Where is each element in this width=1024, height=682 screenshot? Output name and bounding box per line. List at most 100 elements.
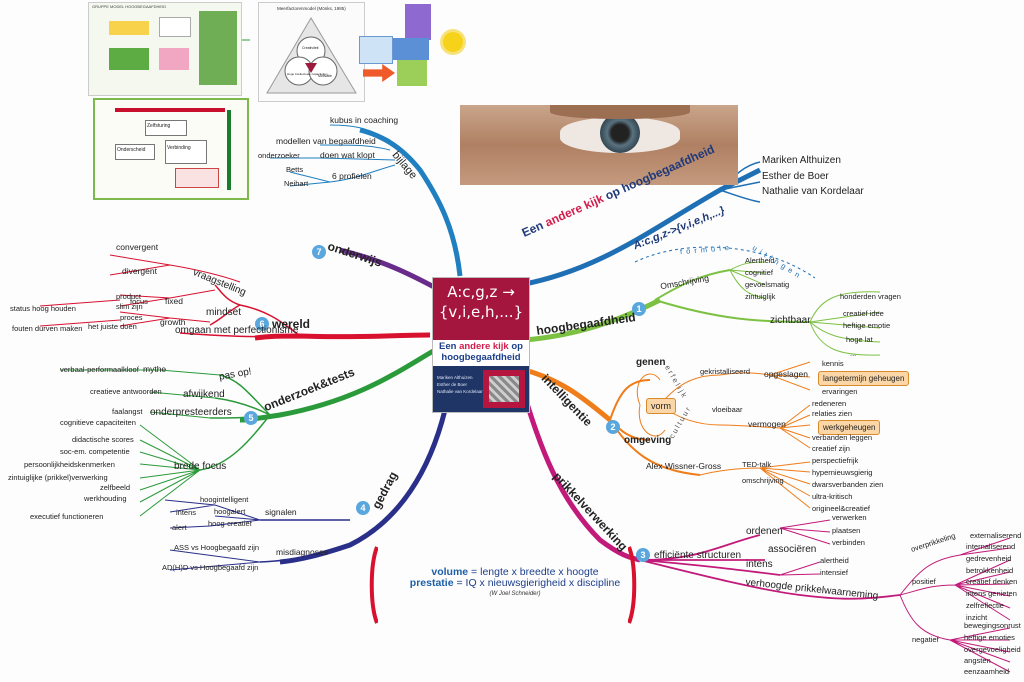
top-right-author-1[interactable]: Mariken Althuizen	[762, 155, 841, 166]
prikkel-associeren[interactable]: associëren	[768, 544, 817, 555]
onderzoek-faalangst[interactable]: faalangst	[112, 407, 143, 416]
vermogen-verbanden[interactable]: verbanden leggen	[812, 433, 873, 442]
omschrijving-dwars[interactable]: dwarsverbanden zien	[812, 480, 884, 489]
wereld-product[interactable]: product	[116, 292, 142, 301]
intelligentie-gekristalliseerd[interactable]: gekristalliseerd	[700, 367, 751, 376]
bijlage-item-doen[interactable]: doen wat klopt	[320, 150, 375, 160]
omschrijving-cognitief[interactable]: cognitief	[745, 268, 773, 277]
positief-genieten[interactable]: intens genieten	[966, 589, 1017, 598]
vermogen-creatief[interactable]: creatief zijn	[812, 444, 850, 453]
intelligentie-genen[interactable]: genen	[636, 357, 666, 368]
bijlage-item-profielen[interactable]: 6 profielen	[332, 171, 372, 181]
gedrag-misdiagnoses[interactable]: misdiagnoses	[276, 547, 328, 557]
zichtbaar-lat[interactable]: hoge lat	[846, 335, 873, 344]
intelligentie-opgeslagen[interactable]: opgeslagen	[764, 369, 808, 379]
prikkel-ordenen[interactable]: ordenen	[746, 526, 783, 537]
onderzoek-afwijkend[interactable]: afwijkend	[183, 389, 225, 400]
bijlage-item-kubus[interactable]: kubus in coaching	[330, 115, 399, 125]
vermogen-relaties[interactable]: relaties zien	[812, 409, 853, 418]
wereld-divergent[interactable]: divergent	[122, 266, 157, 276]
intelligentie-vorm[interactable]: vorm	[646, 398, 676, 414]
intens-alertheid[interactable]: alertheid	[820, 556, 849, 565]
thumbnail-betts-neihart[interactable]: Zelfsturing Onderscheid Verbinding	[93, 98, 249, 200]
onderzoek-creatieve[interactable]: creatieve antwoorden	[90, 387, 162, 396]
signalen-hoogalert[interactable]: hoogalert	[214, 507, 246, 516]
onderzoek-brede-focus[interactable]: brede focus	[174, 461, 227, 472]
wereld-mindset[interactable]: mindset	[206, 307, 242, 318]
opgeslagen-geheugen[interactable]: langetermijn geheugen	[818, 371, 910, 386]
prikkel-negatief[interactable]: negatief	[912, 635, 939, 644]
focus-item-8[interactable]: executief functioneren	[30, 512, 104, 521]
wereld-convergent[interactable]: convergent	[116, 242, 159, 252]
positief-zelfreflectie[interactable]: zelfreflectie	[966, 601, 1004, 610]
wereld-proces[interactable]: proces	[120, 313, 143, 322]
misdiagnose-adhd[interactable]: AD(H)D vs Hoogbegaafd zijn	[162, 563, 259, 572]
top-right-author-3[interactable]: Nathalie van Kordelaar	[762, 186, 864, 197]
ordenen-plaatsen[interactable]: plaatsen	[832, 526, 861, 535]
central-topic[interactable]: A:c,g,z → {v,i,e,h,...} Een andere kijk …	[432, 277, 530, 413]
wereld-fixed[interactable]: fixed	[165, 296, 183, 306]
thumbnail-model-1[interactable]: GRUPPE MODEL HOOGBEGAAFDHEID	[88, 2, 242, 96]
intelligentie-omschrijving[interactable]: omschrijving	[742, 476, 784, 485]
bijlage-item-modellen[interactable]: modellen van begaafdheid	[276, 136, 376, 146]
thumbnail-coaching-model[interactable]	[357, 2, 469, 90]
ordenen-verbinden[interactable]: verbinden	[832, 538, 865, 547]
focus-item-1[interactable]: cognitieve capaciteiten	[60, 418, 136, 427]
intelligentie-wissner[interactable]: Alex Wissner-Gross	[646, 461, 722, 471]
hoog-zichtbaar[interactable]: zichtbaar	[770, 315, 811, 326]
bijlage-item-onderzoeker[interactable]: onderzoeker	[258, 151, 300, 160]
omschrijving-gevoelsmatig[interactable]: gevoelsmatig	[745, 280, 790, 289]
positief-creatief[interactable]: creatief denken	[966, 577, 1018, 586]
wereld-focus[interactable]: focus	[130, 297, 148, 306]
zichtbaar-vragen[interactable]: honderden vragen	[840, 292, 901, 301]
wereld-fouten[interactable]: fouten durven maken	[12, 324, 83, 333]
omschrijving-alertheid[interactable]: Alertheid	[745, 256, 775, 265]
omschrijving-zintuiglijk[interactable]: zintuiglijk	[745, 292, 776, 301]
branch-label-wereld[interactable]: wereld	[272, 317, 311, 331]
negatief-beweging[interactable]: bewegingsonrust	[964, 621, 1021, 630]
focus-item-6[interactable]: zelfbeeld	[100, 483, 131, 492]
negatief-eenzaamheid[interactable]: eenzaamheid	[964, 667, 1010, 676]
omschrijving-kritisch[interactable]: ultra-kritisch	[812, 492, 853, 501]
intelligentie-vloeibaar[interactable]: vloeibaar	[712, 405, 743, 414]
wereld-slim-zijn[interactable]: slim zijn	[116, 302, 143, 311]
vermogen-redeneren[interactable]: redeneren	[812, 399, 847, 408]
positief-betrokkenheid[interactable]: betrokkenheid	[966, 566, 1014, 575]
overprikkeling-extern[interactable]: externaliserend	[970, 531, 1022, 540]
misdiagnose-ass[interactable]: ASS vs Hoogbegaafd zijn	[174, 543, 260, 552]
bijlage-item-neihart[interactable]: Neihart	[284, 179, 309, 188]
negatief-angsten[interactable]: angsten	[964, 656, 991, 665]
zichtbaar-creatief[interactable]: creatief idee	[843, 309, 884, 318]
overprikkeling-intern[interactable]: internaliserend	[966, 542, 1016, 551]
omschrijving-perspectief[interactable]: perspectiefrijk	[812, 456, 859, 465]
prikkel-intens[interactable]: intens	[746, 559, 773, 570]
zichtbaar-etc[interactable]: ...	[850, 349, 857, 358]
negatief-overgevoelig[interactable]: overgevoeligheid	[964, 645, 1021, 654]
bijlage-item-betts[interactable]: Betts	[286, 165, 304, 174]
negatief-emoties[interactable]: heftige emoties	[964, 633, 1015, 642]
focus-item-2[interactable]: didactische scores	[72, 435, 134, 444]
ordenen-verwerken[interactable]: verwerken	[832, 513, 867, 522]
top-right-author-2[interactable]: Esther de Boer	[762, 171, 829, 182]
wereld-het-juiste[interactable]: het juiste doen	[88, 322, 137, 331]
thumbnail-monks-model[interactable]: Meerfactorenmodel (Mönks, 1985) Creativi…	[258, 2, 365, 102]
wereld-growth[interactable]: growth	[160, 317, 186, 327]
intelligentie-omgeving[interactable]: omgeving	[624, 435, 672, 446]
opgeslagen-ervaringen[interactable]: ervaringen	[822, 387, 858, 396]
onderzoek-onderpresteerders[interactable]: onderpresteerders	[150, 407, 232, 418]
wereld-perfectionisme[interactable]: omgaan met perfectionisme	[175, 325, 299, 336]
intelligentie-vermogen[interactable]: vermogen	[748, 419, 786, 429]
positief-gedrevenheid[interactable]: gedrevenheid	[966, 554, 1012, 563]
intelligentie-ted[interactable]: TED-talk	[742, 460, 772, 469]
wereld-status[interactable]: status hoog houden	[10, 304, 76, 313]
omschrijving-origineel[interactable]: origineel&creatief	[812, 504, 870, 513]
focus-item-7[interactable]: werkhouding	[84, 494, 127, 503]
onderzoek-verbaal[interactable]: verbaal-performaalkloof	[60, 365, 139, 374]
prikkel-efficiente[interactable]: efficiënte structuren	[654, 550, 742, 561]
signalen-hoog-creatief[interactable]: hoog-creatief	[208, 519, 252, 528]
signalen-hoogintelligent[interactable]: hoogintelligent	[200, 495, 249, 504]
zichtbaar-emotie[interactable]: heftige emotie	[843, 321, 891, 330]
positief-inzicht[interactable]: inzicht	[966, 613, 988, 622]
prikkel-positief[interactable]: positief	[912, 577, 936, 586]
gedrag-signalen[interactable]: signalen	[265, 507, 297, 517]
